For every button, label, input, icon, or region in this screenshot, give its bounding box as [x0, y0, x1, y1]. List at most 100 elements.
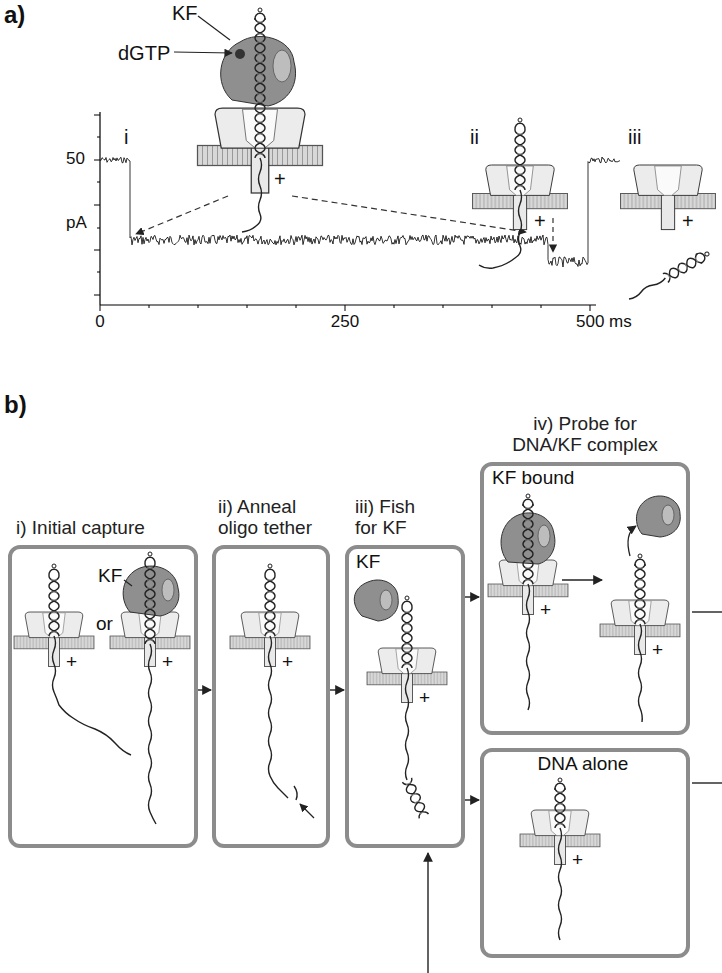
- polarity-sign: +: [274, 168, 286, 190]
- illustration-part: [555, 808, 565, 828]
- illustration-part: [255, 98, 265, 118]
- axis-tick-label: 0: [95, 313, 104, 332]
- illustration-part: [523, 544, 533, 564]
- illustration-part: [145, 624, 155, 644]
- illustration-part: [552, 218, 553, 252]
- illustration-part: [380, 590, 392, 610]
- illustration-part: [255, 78, 265, 98]
- panel-label: a): [4, 2, 25, 28]
- illustration-part: [501, 513, 555, 564]
- illustration-part: [406, 668, 409, 780]
- illustration-part: [635, 554, 645, 566]
- axis-tick-label: 500 ms: [576, 313, 632, 332]
- illustration-part: [174, 52, 232, 53]
- protein-label: KF: [172, 2, 198, 24]
- box-title: KF bound: [492, 468, 574, 487]
- illustration-part: [265, 576, 275, 596]
- axis-tick-label: 250: [331, 313, 359, 332]
- polarity-sign: +: [534, 210, 546, 232]
- illustration-part: [198, 16, 230, 40]
- illustration-part: [562, 579, 602, 580]
- illustration-part: [49, 596, 59, 616]
- illustration-part: [635, 604, 645, 624]
- illustration-part: [555, 778, 565, 790]
- symbol-label: +: [419, 688, 430, 707]
- axis-tick-label: 50: [66, 150, 85, 169]
- illustration-part: [100, 157, 620, 267]
- illustration-part: [242, 158, 262, 232]
- illustration-part: [692, 782, 722, 783]
- illustration-part: [145, 584, 155, 604]
- symbol-label: +: [162, 652, 173, 671]
- illustration-part: [639, 624, 643, 722]
- flow-arrow: [465, 596, 479, 597]
- illustration-part: [621, 165, 716, 230]
- step-box: iii) Fish for KFKF+: [345, 545, 465, 848]
- illustration-part: [427, 853, 428, 973]
- illustration-part: [538, 525, 550, 547]
- illustration-part: [198, 108, 323, 193]
- illustration-part: [626, 249, 711, 304]
- illustration-part: [628, 526, 636, 556]
- illustration-part: [255, 8, 265, 20]
- illustration-part: [523, 504, 533, 524]
- illustration-part: [600, 600, 680, 654]
- state-number: ii: [470, 126, 479, 148]
- illustration-part: [14, 612, 94, 666]
- illustration-part: [294, 786, 297, 800]
- polarity-sign: +: [682, 210, 694, 232]
- symbol-label: KF: [356, 552, 380, 571]
- box-heading: i) Initial capture: [16, 518, 201, 539]
- illustration-part: [527, 584, 530, 710]
- illustration-part: [515, 150, 525, 170]
- flow-arrow: [465, 799, 479, 800]
- symbol-label: KF: [98, 566, 122, 585]
- illustration-part: [663, 264, 685, 283]
- illustration-part: [479, 190, 522, 268]
- step-box: ii) Anneal oligo tether+: [212, 545, 330, 848]
- flow-arrow: [330, 689, 344, 690]
- illustration-part: [354, 580, 398, 621]
- box-title: DNA alone: [482, 754, 684, 773]
- illustration-part: [628, 277, 666, 301]
- illustration-part: [100, 304, 596, 305]
- illustration-part: [145, 564, 155, 584]
- illustration-part: [94, 115, 100, 295]
- symbol-label: +: [540, 600, 551, 619]
- illustration-part: [124, 580, 132, 586]
- illustration-part: [696, 249, 711, 264]
- illustration-part: [680, 254, 702, 273]
- illustration-part: [53, 636, 132, 755]
- panel-label: b): [4, 392, 27, 418]
- illustration-part: [230, 612, 310, 666]
- illustration-part: [488, 560, 568, 614]
- outcome-box: iv) Probe for DNA/KF complexKF bound++: [480, 462, 690, 735]
- nucleotide-label: dGTP: [118, 42, 170, 64]
- illustration-part: [255, 38, 265, 58]
- symbol-label: +: [572, 850, 583, 869]
- illustration-part: [273, 50, 291, 82]
- illustration-part: [255, 18, 265, 38]
- illustration-part: [99, 112, 100, 305]
- illustration-part: [235, 49, 245, 59]
- illustration-part: [662, 505, 674, 525]
- step-box: i) Initial captureKFor++: [8, 545, 198, 848]
- illustration-part: [136, 196, 228, 234]
- illustration-part: [559, 828, 562, 940]
- box-heading: ii) Anneal oligo tether: [218, 497, 326, 539]
- illustration-part: [555, 788, 565, 808]
- outcome-box: DNA alone +: [480, 748, 690, 958]
- illustration-part: [255, 118, 265, 138]
- illustration-part: [100, 305, 590, 311]
- illustration-part: [402, 778, 420, 800]
- illustration-part: [221, 36, 296, 106]
- symbol-label: +: [282, 652, 293, 671]
- illustration-part: [402, 596, 412, 608]
- illustration-part: [265, 564, 275, 576]
- illustration-part: [402, 778, 428, 818]
- illustration-part: [49, 616, 59, 636]
- illustration-part: [265, 596, 275, 616]
- illustration-part: [145, 552, 155, 564]
- illustration-part: [255, 138, 265, 158]
